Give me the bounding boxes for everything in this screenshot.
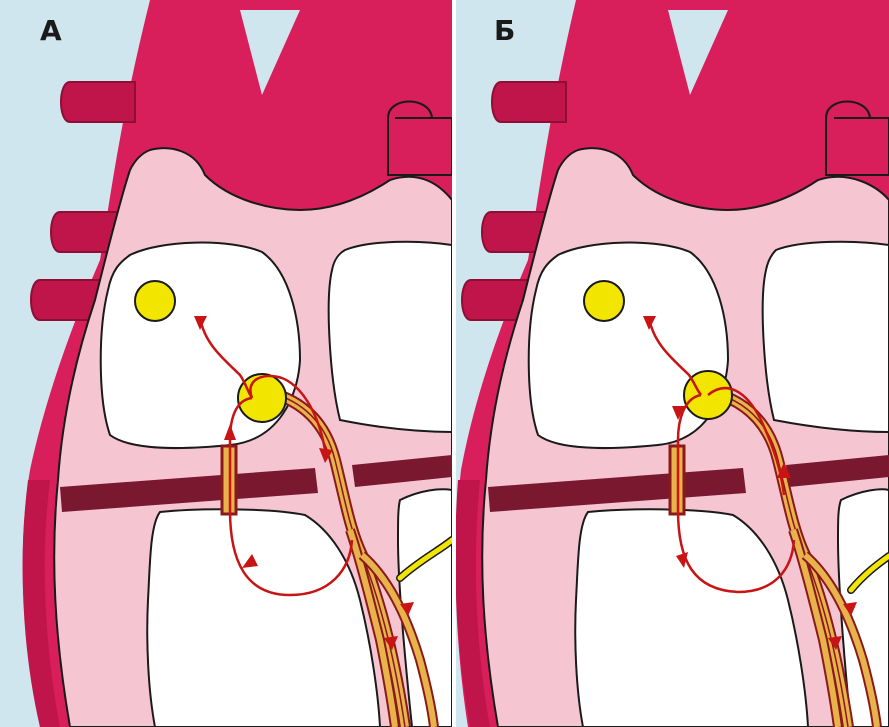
heart-diagram-b <box>456 0 889 727</box>
vessel-top <box>61 82 135 122</box>
panel-b: Б <box>456 0 889 727</box>
panel-label-a: А <box>40 14 62 47</box>
sa-node <box>584 281 624 321</box>
panel-label-b: Б <box>494 14 515 47</box>
heart-diagram-a <box>0 0 452 727</box>
left-atrium <box>763 242 889 432</box>
av-node <box>238 374 286 422</box>
sa-node <box>135 281 175 321</box>
vessel-top <box>492 82 566 122</box>
left-atrium <box>329 242 452 432</box>
panel-a: А <box>0 0 452 727</box>
